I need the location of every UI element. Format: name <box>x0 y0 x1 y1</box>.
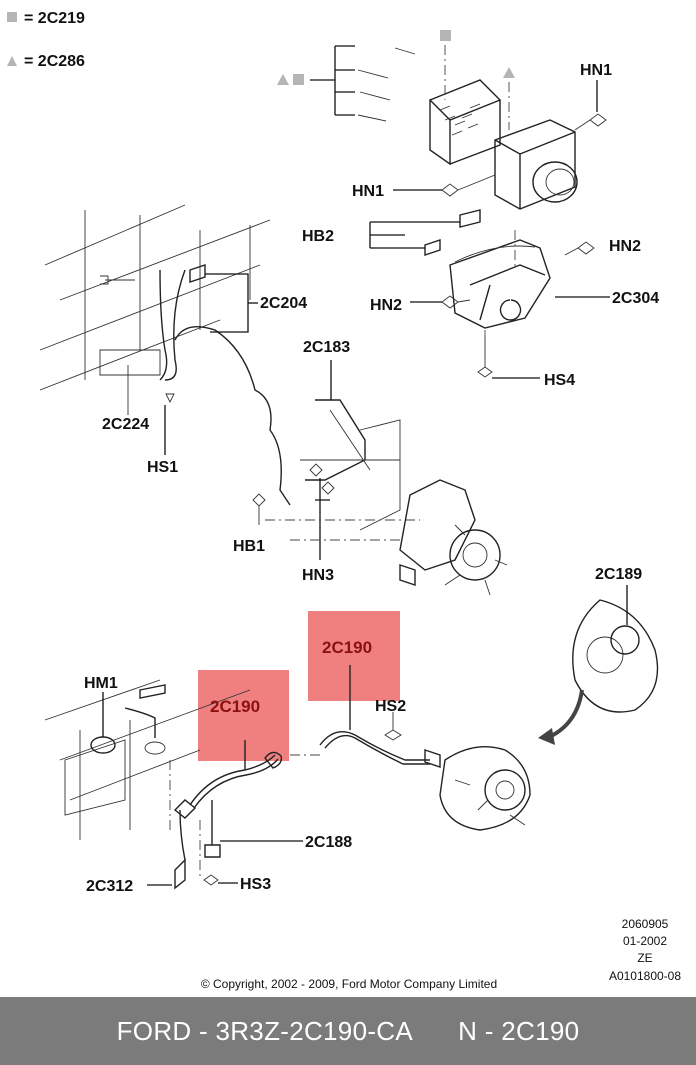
label-2c304: 2C304 <box>612 290 659 307</box>
rear-rotor-drawing <box>538 585 659 745</box>
code-line-4: A0101800-08 <box>609 969 681 983</box>
label-hn1-top: HN1 <box>580 62 612 79</box>
footer-brand-part: FORD - 3R3Z-2C190-CA <box>116 1015 414 1046</box>
copyright: © Copyright, 2002 - 2009, Ford Motor Com… <box>201 977 497 991</box>
label-hs2: HS2 <box>375 698 406 715</box>
label-2c224: 2C224 <box>102 416 149 433</box>
legend-square-icon <box>7 12 17 22</box>
label-hn3: HN3 <box>302 567 334 584</box>
highlight-right <box>308 611 400 701</box>
abs-bracket-drawing <box>369 209 610 379</box>
label-hb2: HB2 <box>302 228 334 245</box>
label-2c188: 2C188 <box>305 834 352 851</box>
highlight-left <box>198 670 289 761</box>
parts-diagram: = 2C219 = 2C286 <box>7 10 681 991</box>
label-hn2-left: HN2 <box>370 297 402 314</box>
knuckle-hub-drawing <box>252 360 508 596</box>
label-hn2-right: HN2 <box>609 238 641 255</box>
label-hs4: HS4 <box>544 372 575 389</box>
legend-triangle-text: = 2C286 <box>24 53 85 70</box>
label-hn1-mid: HN1 <box>352 183 384 200</box>
code-line-1: 2060905 <box>622 917 669 931</box>
legend-triangle-icon <box>7 56 17 66</box>
label-hs3: HS3 <box>240 876 271 893</box>
label-2c190-left: 2C190 <box>210 697 260 716</box>
abs-module-drawing <box>277 30 607 210</box>
code-line-2: 01-2002 <box>623 934 667 948</box>
label-hm1: HM1 <box>84 675 118 692</box>
legend-square-text: = 2C219 <box>24 10 85 27</box>
rear-harness-drawing <box>44 665 441 890</box>
code-line-3: ZE <box>637 951 652 965</box>
rear-hub-drawing <box>384 712 531 831</box>
label-2c189: 2C189 <box>595 566 642 583</box>
label-hs1: HS1 <box>147 459 178 476</box>
label-2c204: 2C204 <box>260 295 307 312</box>
label-2c312: 2C312 <box>86 878 133 895</box>
part-number-footer: FORD - 3R3Z-2C190-CA N - 2C190 <box>0 997 696 1065</box>
label-2c183: 2C183 <box>303 339 350 356</box>
label-hb1: HB1 <box>233 538 265 555</box>
footer-catalog: N - 2C190 <box>458 1015 580 1046</box>
label-2c190-right: 2C190 <box>322 638 372 657</box>
frame-harness-drawing <box>39 204 291 506</box>
